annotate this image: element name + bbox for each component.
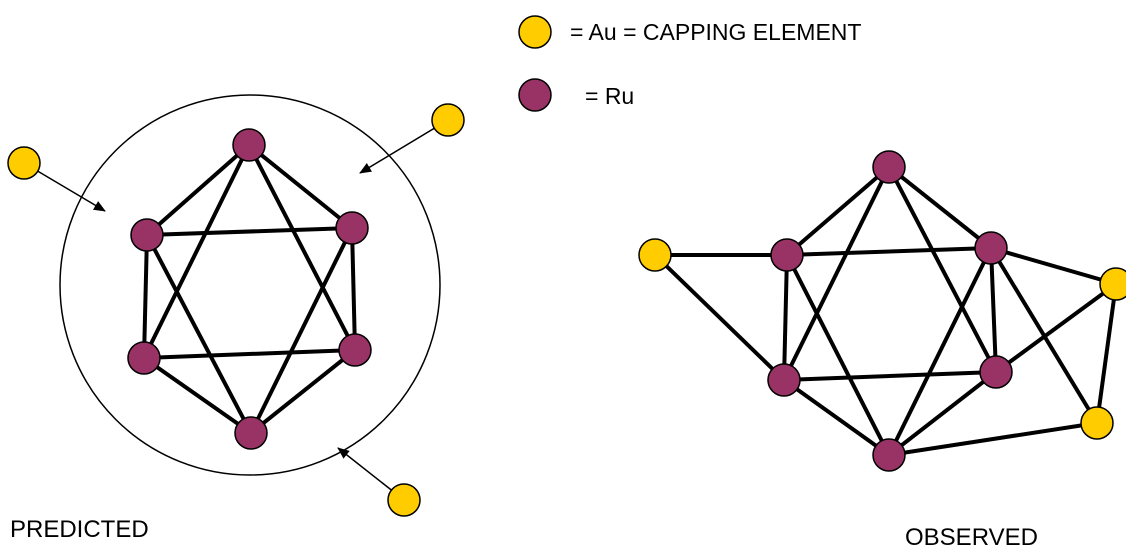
bond [785,165,891,257]
legend: = Au = CAPPING ELEMENT = Ru [518,15,861,112]
bond [887,247,993,456]
ru-atom [770,238,804,272]
bond [888,421,1098,457]
ru-ru-bond [142,234,149,359]
ru-atom [127,341,161,375]
bond [653,253,786,382]
ru-atom [979,355,1013,389]
ru-ru-bond [145,234,253,434]
bond [782,254,789,381]
ru-ru-bond [350,227,357,351]
ru-ru-bond [247,144,357,351]
ru-ru-bond [146,226,353,237]
au-atom [1099,267,1126,301]
observed-structure: OBSERVED [638,150,1126,545]
bond [1095,283,1118,424]
ru-ru-bond [247,143,354,230]
ru-ru-bond [142,144,251,359]
legend-au-swatch [518,15,552,49]
bond [989,246,1099,425]
capping-arrows [23,119,449,501]
ru-atom [974,231,1008,265]
observed-bonds [653,165,1118,457]
bond [887,166,998,373]
legend-ru-label: = Ru [585,83,634,109]
ru-atom [232,128,266,162]
bond [786,246,992,257]
ru-atom [767,363,801,397]
ru-atom [338,333,372,367]
au-atom [431,103,465,137]
bond [994,282,1118,374]
bond [990,246,1117,286]
au-atom [1080,406,1114,440]
bond [989,247,998,373]
ru-ru-bond [143,348,356,360]
ru-atom [872,150,906,184]
ru-ru-bond [142,356,253,435]
au-atom [7,146,41,180]
ru-atom [234,416,268,450]
observed-atoms [638,150,1126,472]
bond [785,254,891,456]
ru-ru-bond [145,143,251,237]
observed-caption: OBSERVED [905,524,1038,545]
bond [783,370,997,382]
ru-ru-bond [249,227,354,434]
legend-ru-swatch [518,78,552,112]
predicted-atoms [7,103,465,517]
ru-atom [335,211,369,245]
bond [782,378,891,457]
ru-atom [872,438,906,472]
predicted-bonds [142,143,357,435]
au-atom [638,238,672,272]
predicted-structure: PREDICTED [7,94,465,543]
ru-ru-bond [249,348,357,435]
ru-atom [130,218,164,252]
capping-arrow [359,119,449,174]
predicted-caption: PREDICTED [10,516,149,543]
bond [887,165,993,250]
legend-au-label: = Au = CAPPING ELEMENT [570,19,861,45]
au-atom [387,483,421,517]
capping-sphere-outline [59,94,441,476]
bond [782,166,891,381]
bond [887,370,998,457]
